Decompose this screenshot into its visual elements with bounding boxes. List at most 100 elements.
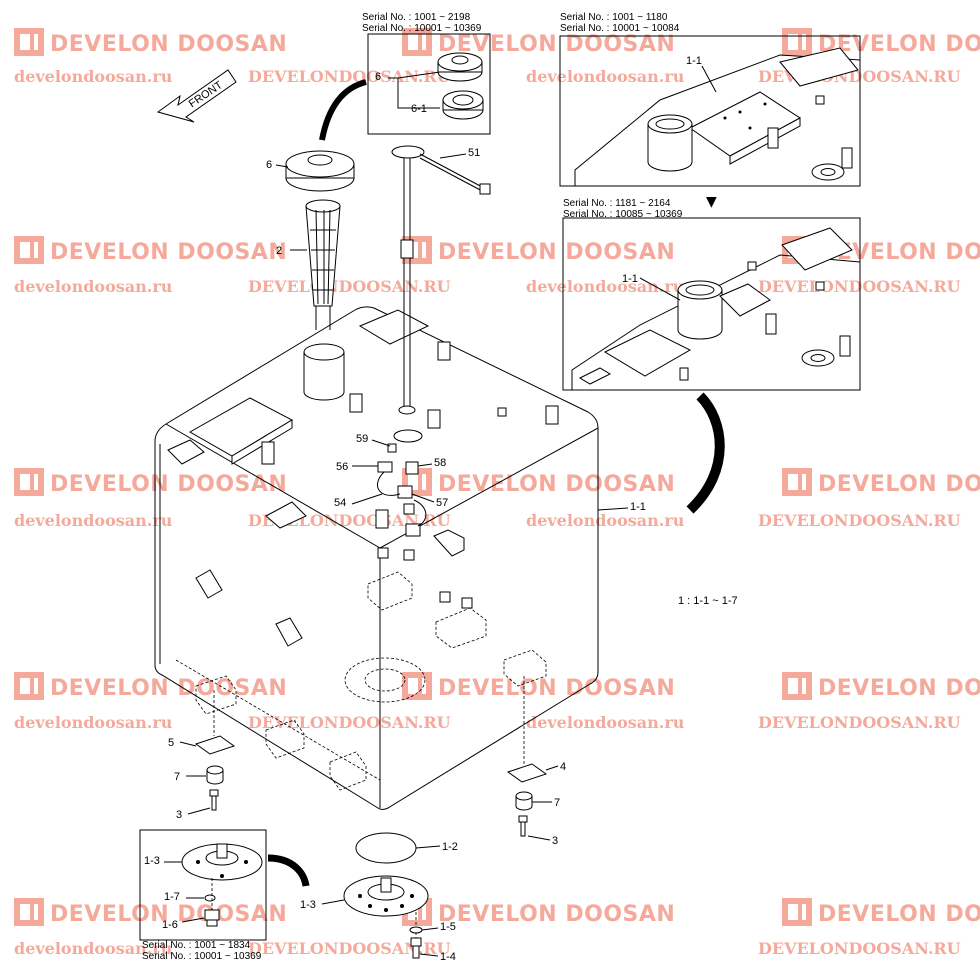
develon-logo-icon (782, 28, 812, 56)
nut (403, 549, 415, 561)
watermark-site: DEVELONDOOSAN.RU (758, 939, 961, 958)
inset-box (559, 35, 861, 187)
inset-pointer-arrow (319, 79, 367, 141)
develon-logo-icon (782, 672, 812, 700)
sensor-harness: 59 56 58 54 57 (334, 429, 448, 537)
serial-line: Serial No. : 10085 ~ 10369 (563, 209, 683, 220)
bracket (578, 367, 612, 385)
boss (545, 405, 559, 425)
washer (409, 926, 423, 934)
serial-line: Serial No. : 1001 ~ 1180 (560, 12, 668, 23)
cap-adapter-ring (442, 90, 484, 120)
down-arrow-icon: ▼ (706, 194, 717, 210)
grommet (801, 349, 835, 367)
rubber-mount (206, 765, 224, 785)
fuel-cap-old (437, 52, 483, 82)
inset-pointer-arrow (267, 854, 310, 887)
watermark-brand: DEVELON DOOSAN (50, 240, 287, 265)
plate-small (358, 309, 430, 345)
watermark-brand: DEVELON DOOSAN (50, 902, 287, 927)
develon-logo-icon (402, 672, 432, 700)
watermark-brand: DEVELON DOOSAN (50, 676, 287, 701)
develon-logo-icon (402, 28, 432, 56)
serial-line: Serial No. : 1181 ~ 2164 (563, 198, 671, 209)
seal-ring (204, 894, 216, 902)
bracket (167, 439, 205, 465)
shim-plate (506, 763, 548, 783)
nut (497, 407, 507, 417)
bracket (195, 569, 223, 599)
plate-small (719, 283, 771, 317)
watermark-site: develondoosan.ru (14, 277, 173, 296)
watermark-brand: DEVELON DOOSAN (818, 902, 980, 927)
callout-7: 7 (174, 771, 180, 783)
callout-59: 59 (356, 433, 368, 445)
tank-hidden-features (175, 571, 547, 791)
plate-small (779, 47, 859, 87)
watermark-brand: DEVELON DOOSAN (818, 676, 980, 701)
nut (377, 547, 389, 559)
boss (261, 441, 275, 465)
watermark-site: develondoosan.ru (526, 277, 685, 296)
fuel-strainer: 2 (276, 199, 341, 330)
callout-1-1: 1-1 (622, 273, 638, 285)
boss (839, 335, 851, 357)
serial-line: Serial No. : 10001 ~ 10084 (560, 23, 680, 34)
fuel-tank-body (154, 306, 599, 810)
tank-top-details (167, 309, 559, 647)
boss (765, 313, 777, 335)
mount-left: 5 7 3 (168, 690, 236, 821)
callout-51: 51 (468, 147, 480, 159)
bracket (265, 501, 307, 529)
develon-logo-icon (14, 898, 44, 926)
watermark-row-2: DEVELON DOOSAN DEVELON DOOSAN DEVELON DO… (14, 236, 980, 296)
shim-plate (194, 735, 236, 755)
watermark-row-3: DEVELON DOOSAN DEVELON DOOSAN DEVELON DO… (14, 468, 980, 530)
tank-top-plate (603, 329, 692, 377)
callout-1-7: 1-7 (164, 891, 180, 903)
nut (815, 95, 825, 105)
callout-4: 4 (560, 761, 566, 773)
inset-mid-right: Serial No. : 1181 ~ 2164 Serial No. : 10… (562, 198, 861, 391)
callout-2: 2 (276, 245, 282, 257)
sender-plate (781, 227, 853, 271)
develon-logo-icon (14, 236, 44, 264)
callout-1-2: 1-2 (442, 841, 458, 853)
fuel-level-sender: 51 (391, 145, 491, 415)
watermark-site: develondoosan.ru (14, 511, 173, 530)
watermark-site: DEVELONDOOSAN.RU (248, 67, 451, 86)
inset-top-right: Serial No. : 1001 ~ 1180 Serial No. : 10… (559, 12, 861, 187)
inset-cap-serial: Serial No. : 1001 ~ 2198 Serial No. : 10… (362, 12, 491, 135)
inset-drain-serial: 1-3 1-7 1-6 Serial No. : 1001 ~ 1834 Ser… (139, 829, 267, 962)
nut (439, 591, 451, 603)
kit-note: 1 : 1-1 ~ 1-7 (678, 595, 738, 607)
develon-logo-icon (14, 28, 44, 56)
callout-1-5: 1-5 (440, 921, 456, 933)
boss (375, 509, 389, 529)
watermark-site: develondoosan.ru (526, 511, 685, 530)
serial-line: Serial No. : 10001 ~ 10369 (142, 951, 262, 962)
bolt (518, 815, 528, 837)
watermark-brand: DEVELON DOOSAN (438, 676, 675, 701)
callout-54: 54 (334, 497, 346, 509)
nut (461, 597, 473, 609)
watermark-row-5: DEVELON DOOSAN DEVELON DOOSAN DEVELON DO… (14, 898, 980, 958)
watermark-site: DEVELONDOOSAN.RU (758, 713, 961, 732)
inset-pointer-arrow (686, 392, 725, 514)
bracket (275, 617, 303, 647)
watermark-brand: DEVELON DOOSAN (818, 472, 980, 497)
elbow-fitting (433, 529, 465, 557)
watermark-site: develondoosan.ru (526, 713, 685, 732)
filler-neck (677, 280, 723, 340)
inset-box (367, 33, 491, 135)
filler-neck (303, 343, 345, 401)
watermark-brand: DEVELON DOOSAN (438, 472, 675, 497)
serial-line: Serial No. : 10001 ~ 10369 (362, 23, 482, 34)
develon-logo-icon (782, 468, 812, 496)
inset-box (139, 829, 267, 941)
callout-6-1: 6-1 (411, 103, 427, 115)
develon-logo-icon (14, 672, 44, 700)
develon-logo-icon (14, 468, 44, 496)
